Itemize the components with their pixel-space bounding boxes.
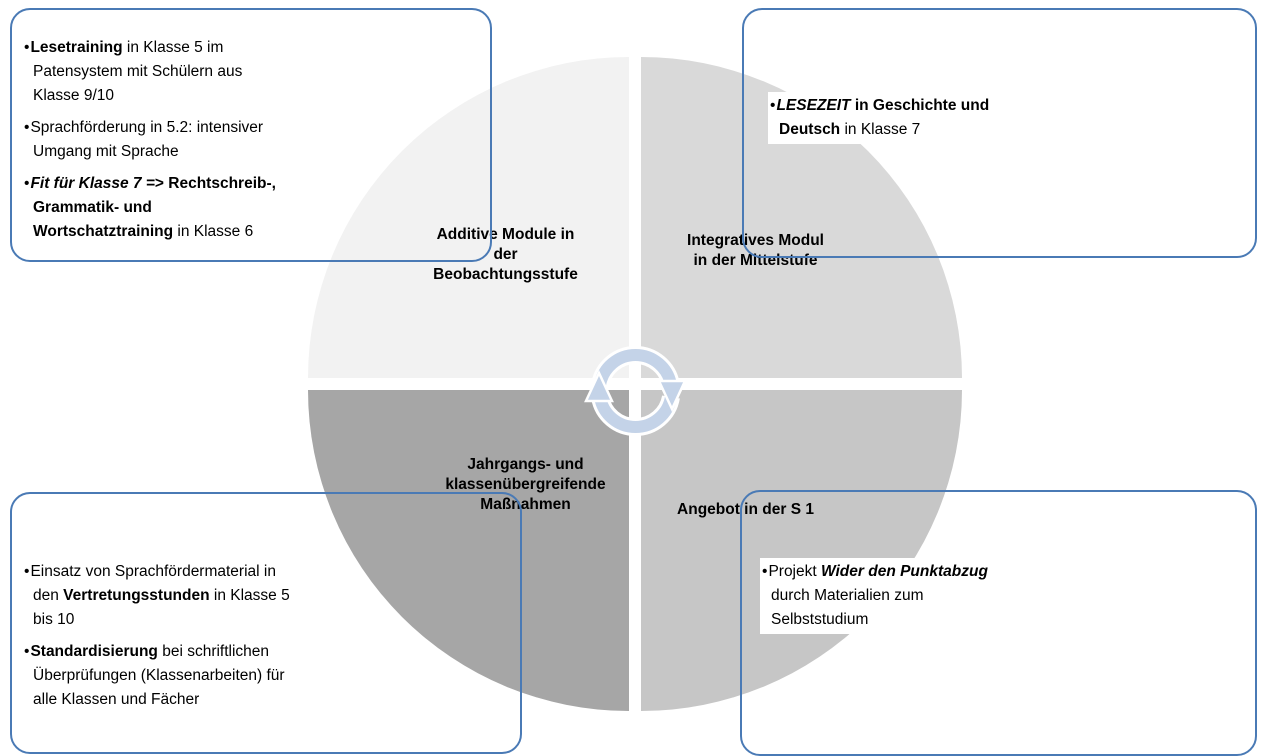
bullet-item: •Einsatz von Sprachfördermaterial in den… [24,560,300,632]
text-segment: Lesetraining [30,39,123,56]
text-segment: Rechtschreib-, Grammatik- und Wortschatz… [33,175,276,240]
callout-text-top-left: •Lesetraining in Klasse 5 im Patensystem… [22,34,296,246]
bullet-marker: • [24,39,30,56]
text-segment: durch Materialien zum Selbststudium [771,587,924,628]
text-segment: LESEZEIT [776,97,851,114]
bullet-marker: • [762,563,768,580]
text-segment: Standardisierung [30,643,158,660]
text-segment: bei schriftlichen Überprüfungen (Klassen… [33,643,285,708]
bullet-marker: • [24,643,30,660]
callout-box-top-left [10,8,492,262]
text-segment: in Klasse 5 bis 10 [33,587,290,628]
bullet-item: •Lesetraining in Klasse 5 im Patensystem… [24,36,290,108]
bullet-marker: • [24,563,30,580]
text-segment: Projekt [768,563,821,580]
callout-box-top-right [742,8,1257,258]
text-segment: in Klasse 6 [173,223,254,240]
bullet-item: •LESEZEIT in Geschichte und Deutsch in K… [770,94,1008,142]
callout-text-bottom-right: •Projekt Wider den Punktabzug durch Mate… [760,558,1008,634]
bullet-marker: • [24,175,30,192]
text-segment: Sprachförderung in 5.2: intensiver Umgan… [30,119,264,160]
callout-box-bottom-right [740,490,1257,756]
text-segment: Einsatz von Sprachfördermaterial in den [30,563,276,604]
text-segment: > [154,175,169,192]
text-segment: in Klasse 5 im Patensystem mit Schülern … [33,39,243,104]
text-segment: Vertretungsstunden [63,587,210,604]
text-segment: Geschichte und Deutsch [779,97,990,138]
quadrant-label-top-left: Additive Module in der Beobachtungsstufe [433,226,578,283]
bullet-item: •Fit für Klasse 7 => Rechtschreib-, Gram… [24,172,290,244]
callout-text-bottom-left: •Einsatz von Sprachfördermaterial in den… [22,558,306,714]
bullet-marker: • [24,119,30,136]
text-segment: in [850,97,873,114]
cycle-arrows-icon [584,346,687,436]
text-segment: Fit für Klasse 7 = [30,175,155,192]
bullet-item: •Sprachförderung in 5.2: intensiver Umga… [24,116,290,164]
bullet-marker: • [770,97,776,114]
bullet-item: •Projekt Wider den Punktabzug durch Mate… [762,560,1002,632]
callout-text-top-right: •LESEZEIT in Geschichte und Deutsch in K… [768,92,1014,144]
callout-box-bottom-left [10,492,522,754]
text-segment: in Klasse 7 [840,121,921,138]
bullet-item: •Standardisierung bei schriftlichen Über… [24,640,300,712]
text-segment: Wider den Punktabzug [821,563,988,580]
